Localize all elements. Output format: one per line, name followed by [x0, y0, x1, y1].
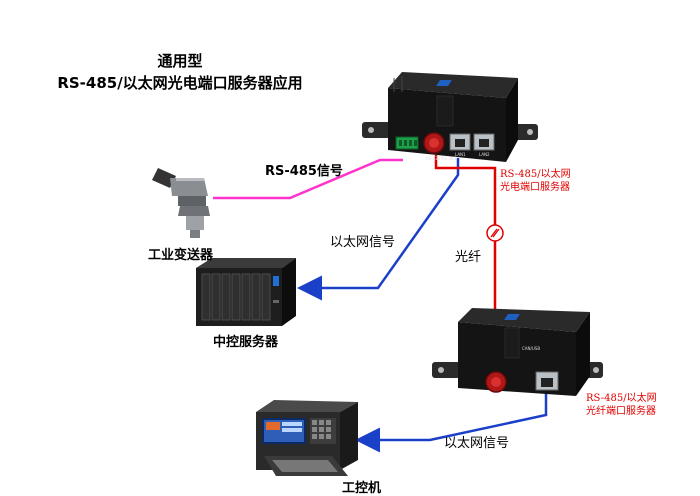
industrial-pc-device [256, 400, 358, 476]
bottom-device-side-label: CAN/USB [522, 346, 540, 351]
diagram-title-line1: 通用型 [157, 52, 203, 70]
bottom-device-label-line1: RS-485/以太网 [586, 393, 657, 404]
top-port-server-device: RS-422/RS-485 LAN1 LAN2 [362, 72, 538, 162]
ethernet-signal-label-bottom: 以太网信号 [444, 436, 510, 451]
fiber-label: 光纤 [455, 250, 482, 265]
top-device-label-line1: RS-485/以太网 [500, 169, 571, 180]
rs485-signal-label: RS-485信号 [265, 164, 343, 179]
top-port-rs422-label: RS-422/RS-485 [426, 156, 457, 161]
central-server-label: 中控服务器 [213, 335, 279, 350]
industrial-transmitter-device [152, 168, 210, 238]
industrial-transmitter-label: 工业变送器 [148, 248, 214, 263]
top-device-label: RS-485/以太网 光电端口服务器 [500, 168, 571, 194]
industrial-pc-label: 工控机 [342, 481, 382, 496]
top-port-lan1-label: LAN1 [455, 152, 466, 157]
ethernet-cable-server [297, 158, 460, 301]
central-server-device [196, 258, 296, 326]
rs485-cable [213, 158, 403, 200]
ethernet-signal-label-top: 以太网信号 [330, 235, 396, 250]
fiber-optic-icon [486, 224, 504, 242]
bottom-device-label: RS-485/以太网 光纤端口服务器 [586, 392, 657, 418]
fiber-cable [434, 155, 497, 372]
top-device-label-line2: 光电端口服务器 [500, 182, 570, 193]
ethernet-cable-pc [355, 393, 548, 453]
top-port-lan2-label: LAN2 [479, 152, 490, 157]
diagram-title-line2: RS-485/以太网光电端口服务器应用 [57, 74, 303, 92]
bottom-device-label-line2: 光纤端口服务器 [586, 406, 656, 417]
bottom-port-server-device: CAN/USB [432, 308, 603, 396]
